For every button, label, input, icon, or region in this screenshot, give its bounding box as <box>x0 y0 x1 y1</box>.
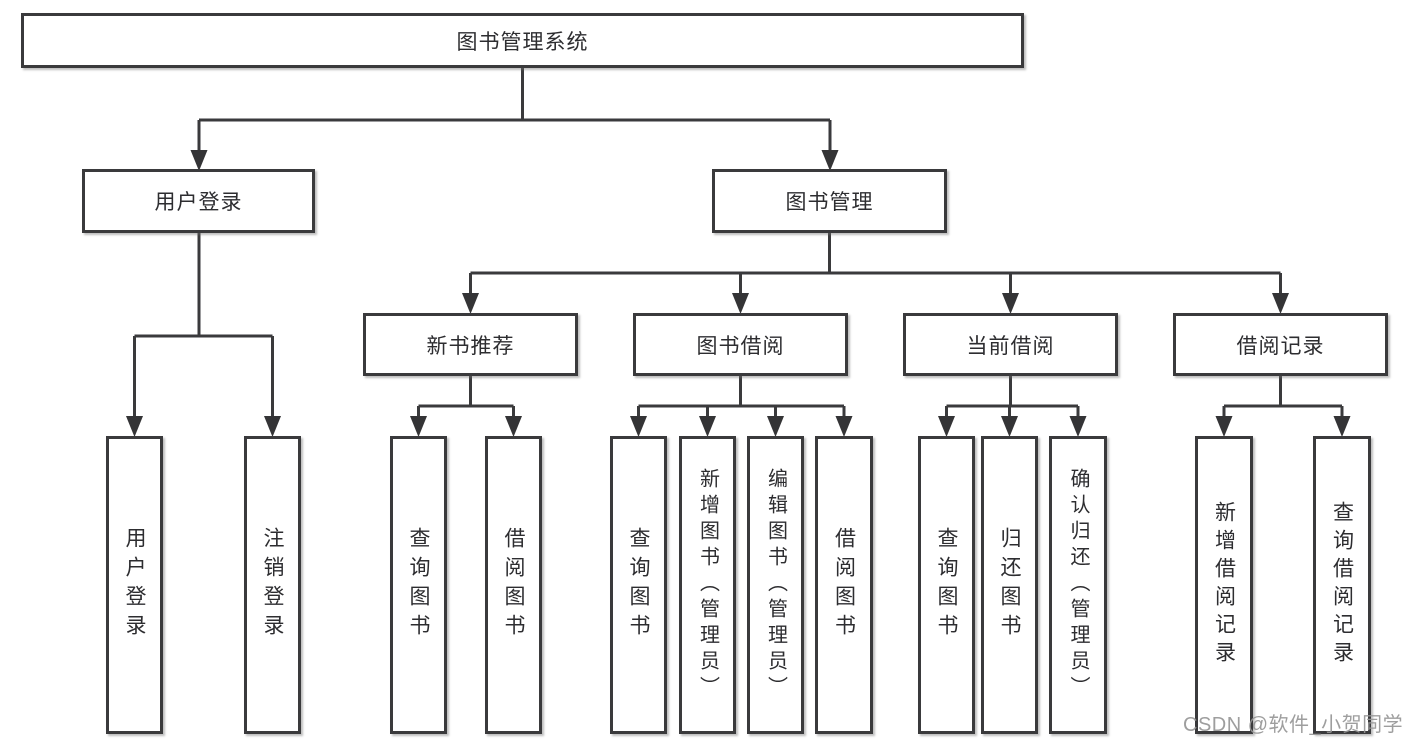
leaf-add-books-admin: 新增图书（管理员） <box>679 436 736 734</box>
node-library-management-system: 图书管理系统 <box>21 13 1024 68</box>
leaf-search-borrow-record: 查询借阅记录 <box>1313 436 1371 734</box>
connector-borrow-records-to-leaves <box>1215 376 1351 437</box>
connector-new-book-to-leaves <box>410 376 522 437</box>
leaf-logout: 注销登录 <box>244 436 301 734</box>
leaf-search-books-borrow: 查询图书 <box>610 436 667 734</box>
leaf-search-books-recommend: 查询图书 <box>390 436 447 734</box>
leaf-edit-books-admin: 编辑图书（管理员） <box>747 436 804 734</box>
connector-current-borrow-to-leaves <box>938 376 1087 437</box>
node-current-borrowing: 当前借阅 <box>903 313 1118 376</box>
leaf-borrow-books: 借阅图书 <box>815 436 873 734</box>
leaf-confirm-return-admin: 确认归还（管理员） <box>1049 436 1107 734</box>
node-book-borrowing: 图书借阅 <box>633 313 848 376</box>
connector-user-login-to-leaves <box>126 233 281 437</box>
connector-book-management-to-level3 <box>462 233 1289 314</box>
leaf-add-borrow-record: 新增借阅记录 <box>1195 436 1253 734</box>
leaf-search-books-current: 查询图书 <box>918 436 975 734</box>
node-borrowing-records: 借阅记录 <box>1173 313 1388 376</box>
leaf-user-login: 用户登录 <box>106 436 163 734</box>
connector-root-to-level2 <box>190 68 839 171</box>
node-user-login: 用户登录 <box>82 169 315 233</box>
leaf-borrow-books-recommend: 借阅图书 <box>485 436 542 734</box>
leaf-return-books: 归还图书 <box>981 436 1038 734</box>
node-book-management: 图书管理 <box>712 169 947 233</box>
node-new-book-recommendation: 新书推荐 <box>363 313 578 376</box>
connector-book-borrow-to-leaves <box>630 376 853 437</box>
csdn-watermark: CSDN @软件_小贺同学 <box>1183 714 1404 736</box>
